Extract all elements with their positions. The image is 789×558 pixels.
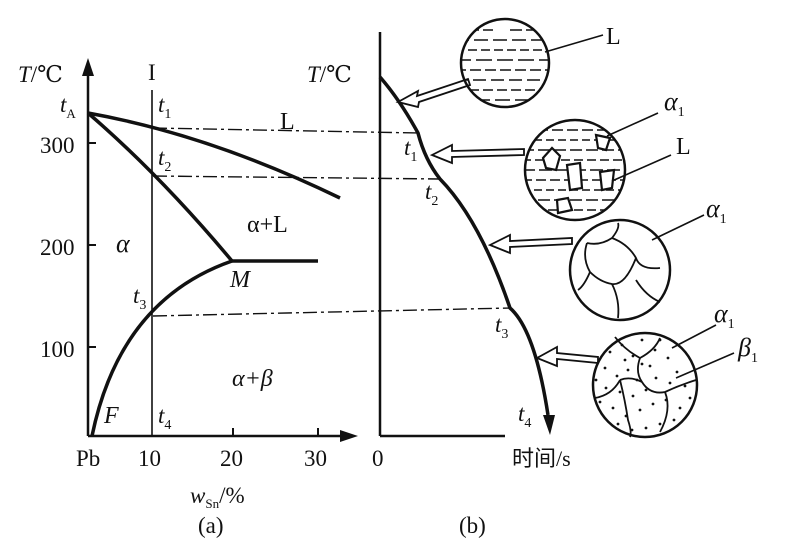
arrow-to-t2-t3 bbox=[487, 233, 573, 255]
panel-a-y-axis-title: T/℃ bbox=[18, 62, 63, 87]
panel-a-phase-diagram: 300 200 100 Pb 10 20 30 T/℃ wSn/% I tA t… bbox=[18, 58, 358, 538]
curve-label-t2: t2 bbox=[425, 179, 438, 209]
label-t3: t3 bbox=[133, 283, 146, 313]
micro3-label-alpha1: α1 bbox=[706, 194, 727, 227]
curve-label-t4: t4 bbox=[518, 401, 531, 431]
leader-L-1 bbox=[544, 34, 604, 53]
curve-label-t1: t1 bbox=[404, 135, 417, 165]
region-alpha-L: α+L bbox=[247, 212, 288, 238]
panel-b-cooling-curve: T/℃ 0 时间/s t1 t2 t3 t4 (b) bbox=[307, 32, 571, 538]
leader-beta1 bbox=[675, 352, 735, 379]
micrograph-alpha-liquid-border bbox=[523, 118, 627, 222]
arrow-to-liquid bbox=[395, 77, 472, 109]
micrograph-liquid-border bbox=[459, 17, 551, 109]
liquidus-line bbox=[87, 111, 341, 200]
solvus-line bbox=[90, 259, 233, 437]
panel-a-y-axis-arrow bbox=[82, 58, 94, 76]
label-t4: t4 bbox=[158, 403, 171, 433]
micro2-label-L: L bbox=[676, 134, 691, 160]
micro1-label-L: L bbox=[606, 24, 621, 50]
micrograph-alpha-liquid: α1 L bbox=[523, 87, 691, 222]
x-tick-label-pb: Pb bbox=[76, 446, 100, 471]
x-tick-label-30: 30 bbox=[304, 446, 327, 471]
grain-boundaries bbox=[577, 222, 661, 319]
micro2-label-alpha1: α1 bbox=[664, 87, 685, 120]
connector-t2 bbox=[152, 175, 441, 180]
panel-b-y-axis-title: T/℃ bbox=[307, 62, 352, 87]
cooling-curve-arrow bbox=[543, 415, 555, 435]
beta-precipitate-dots bbox=[594, 338, 692, 432]
cooling-curve bbox=[378, 75, 550, 416]
micro4-label-alpha1: α1 bbox=[714, 299, 735, 332]
point-M: M bbox=[229, 267, 252, 293]
x-tick-label-10: 10 bbox=[138, 446, 161, 471]
curve-label-t3: t3 bbox=[495, 312, 508, 342]
label-tA: tA bbox=[60, 92, 76, 121]
panel-b-x-origin: 0 bbox=[372, 446, 384, 471]
leader-alpha1-4 bbox=[671, 324, 717, 349]
micrograph-alpha-grains: α1 bbox=[568, 194, 727, 322]
region-alpha-beta: α+β bbox=[232, 366, 273, 392]
y-tick-label-300: 300 bbox=[40, 133, 75, 158]
leader-alpha1-2 bbox=[606, 112, 659, 137]
micrograph-alpha-beta-border bbox=[591, 331, 699, 439]
label-t2: t2 bbox=[158, 145, 171, 175]
micrograph-liquid: L bbox=[459, 17, 621, 109]
connector-t1 bbox=[152, 127, 419, 134]
panel-a-x-axis-title: wSn/% bbox=[190, 483, 245, 511]
solidus-line bbox=[86, 111, 234, 263]
x-tick-label-20: 20 bbox=[220, 446, 243, 471]
point-F: F bbox=[103, 403, 119, 429]
caption-b: (b) bbox=[459, 513, 486, 538]
leader-L-2 bbox=[611, 154, 672, 182]
connector-lines bbox=[152, 127, 511, 317]
micro4-label-beta1: β1 bbox=[737, 333, 758, 366]
connector-t3 bbox=[152, 307, 511, 317]
caption-a: (a) bbox=[198, 513, 224, 538]
alpha-crystals bbox=[541, 133, 616, 215]
region-L: L bbox=[280, 109, 295, 135]
panel-b-x-axis-title: 时间/s bbox=[512, 446, 571, 471]
arrow-to-t1-t2 bbox=[429, 143, 525, 165]
label-t1: t1 bbox=[158, 92, 171, 122]
arrow-to-t3-t4 bbox=[534, 345, 599, 368]
region-alpha: α bbox=[116, 229, 131, 258]
alloy-marker-I: I bbox=[148, 60, 156, 85]
pointer-arrows bbox=[395, 77, 599, 368]
panel-a-x-axis-arrow bbox=[340, 430, 358, 442]
micrograph-alpha-grains-border bbox=[568, 218, 672, 322]
leader-alpha1-3 bbox=[651, 214, 705, 241]
y-tick-label-200: 200 bbox=[40, 235, 75, 260]
micrograph-alpha-beta: α1 β1 bbox=[591, 299, 758, 439]
grain-boundaries-2 bbox=[594, 336, 697, 438]
y-tick-label-100: 100 bbox=[40, 337, 75, 362]
